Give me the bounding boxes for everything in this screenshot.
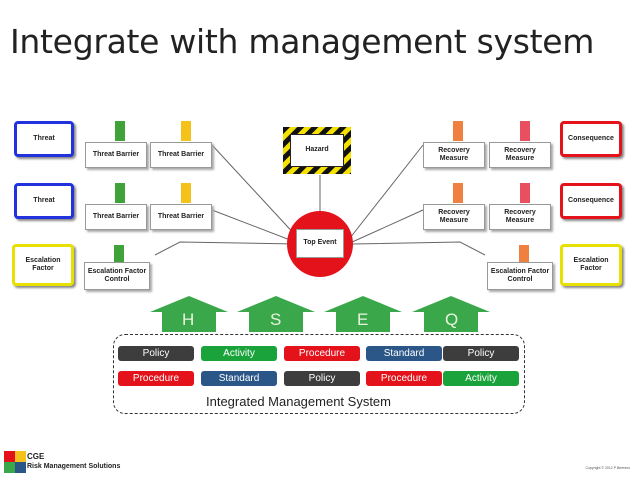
hseq-letter-s: S (270, 310, 282, 329)
hseq-letter-h: H (182, 310, 195, 329)
threat-box-1[interactable]: Threat (14, 121, 74, 157)
escalation-factor-right[interactable]: Escalation Factor (560, 244, 622, 286)
hseq-letter-q: Q (445, 310, 459, 329)
recovery-measure-1b[interactable]: Recovery Measure (489, 142, 551, 168)
pill-row2-5[interactable]: Activity (443, 371, 519, 386)
brand-tagline: Risk Management Solutions (27, 463, 121, 470)
hazard-box[interactable]: Hazard (290, 134, 344, 167)
page-title: Integrate with management system (10, 22, 595, 61)
pill-row1-3[interactable]: Procedure (284, 346, 360, 361)
top-event-box[interactable]: Top Event (296, 229, 344, 258)
pill-row2-3[interactable]: Policy (284, 371, 360, 386)
threat-box-2[interactable]: Threat (14, 183, 74, 219)
consequence-box-1[interactable]: Consequence (560, 121, 622, 157)
recovery-measure-2a[interactable]: Recovery Measure (423, 204, 485, 230)
hseq-letter-e: E (357, 310, 369, 329)
left-barrier-tags (114, 121, 191, 263)
threat-barrier-2b[interactable]: Threat Barrier (150, 204, 212, 230)
pill-row1-1[interactable]: Policy (118, 346, 194, 361)
recovery-measure-1a[interactable]: Recovery Measure (423, 142, 485, 168)
pill-row1-4[interactable]: Standard (366, 346, 442, 361)
copyright-text: Copyright © 2012 P Beerens (585, 466, 630, 470)
right-barrier-tags (453, 121, 530, 263)
threat-barrier-2a[interactable]: Threat Barrier (85, 204, 147, 230)
escalation-factor-control-right[interactable]: Escalation Factor Control (487, 262, 553, 290)
pill-row2-4[interactable]: Procedure (366, 371, 442, 386)
escalation-factor-left[interactable]: Escalation Factor (12, 244, 74, 286)
right-connector-lines (349, 144, 486, 256)
pill-row1-5[interactable]: Policy (443, 346, 519, 361)
brand-name: CGE (27, 452, 45, 461)
cge-logo-icon (4, 451, 26, 473)
consequence-box-2[interactable]: Consequence (560, 183, 622, 219)
pill-row2-1[interactable]: Procedure (118, 371, 194, 386)
pill-row2-2[interactable]: Standard (201, 371, 277, 386)
escalation-factor-control-left[interactable]: Escalation Factor Control (84, 262, 150, 290)
hseq-arrows (150, 296, 490, 332)
threat-barrier-1a[interactable]: Threat Barrier (85, 142, 147, 168)
ims-label: Integrated Management System (206, 394, 391, 409)
threat-barrier-1b[interactable]: Threat Barrier (150, 142, 212, 168)
left-connector-lines (154, 144, 299, 256)
recovery-measure-2b[interactable]: Recovery Measure (489, 204, 551, 230)
pill-row1-2[interactable]: Activity (201, 346, 277, 361)
